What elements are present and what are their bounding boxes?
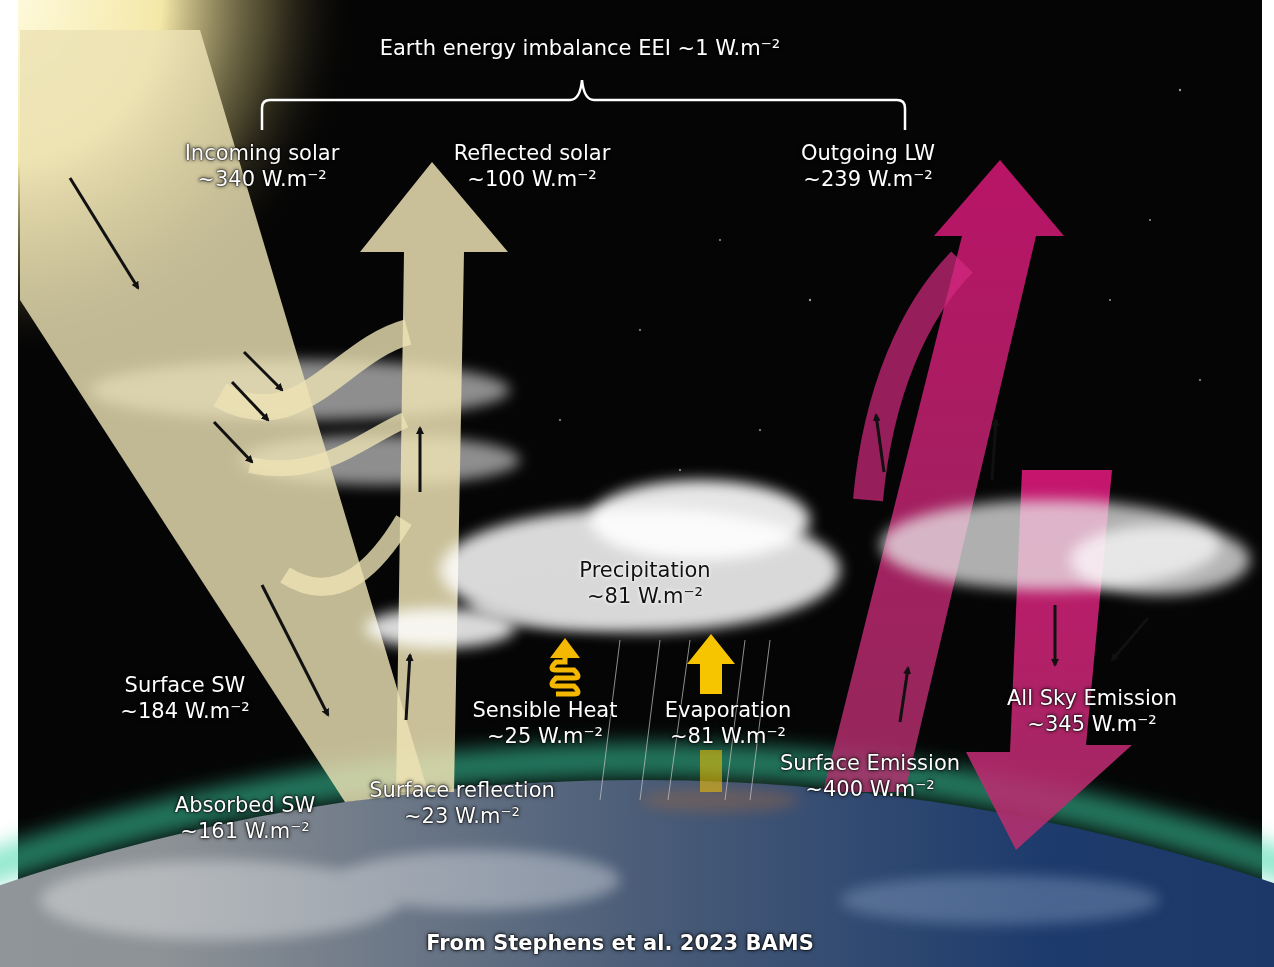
star — [719, 239, 721, 241]
reflected-solar-arrow — [360, 162, 508, 792]
flux-label: Surface SW ~184 W.m⁻² — [116, 672, 254, 725]
earth-cloud-texture — [40, 788, 1160, 940]
longwave-branch — [868, 262, 962, 500]
direction-arrow — [244, 352, 282, 390]
star — [1179, 89, 1181, 91]
cloud-reflection-branch — [250, 420, 405, 468]
earth-globe — [0, 780, 1274, 967]
incoming-solar-band — [20, 30, 428, 802]
direction-arrow — [214, 422, 252, 462]
star — [1149, 219, 1151, 221]
evaporation-arrow-base — [700, 750, 722, 792]
star — [679, 469, 681, 471]
star — [809, 299, 811, 301]
flux-label: Evaporation ~81 W.m⁻² — [661, 697, 796, 750]
lower-clouds — [365, 480, 1250, 648]
cloud-reflection-branch — [220, 332, 408, 407]
flux-label: Precipitation ~81 W.m⁻² — [575, 557, 715, 610]
direction-arrow — [1054, 605, 1057, 665]
cloud-reflection-branch — [285, 520, 404, 587]
sensible-heat-arrow — [552, 655, 578, 694]
imbalance-label: Earth energy imbalance EEI ~1 W.m⁻² — [380, 35, 781, 61]
direction-arrow — [900, 668, 908, 722]
direction-arrow — [992, 420, 996, 480]
source-caption: From Stephens et al. 2023 BAMS — [426, 930, 814, 956]
eei-bracket — [262, 80, 905, 130]
rain-streak — [640, 640, 660, 800]
cloud — [590, 480, 810, 560]
direction-arrow — [262, 585, 328, 715]
flux-label: Absorbed SW ~161 W.m⁻² — [171, 792, 320, 845]
direction-arrow — [232, 382, 268, 420]
flux-label: Surface Emission ~400 W.m⁻² — [776, 750, 965, 803]
earth-cloud — [340, 850, 620, 910]
star — [559, 419, 561, 421]
cloud — [1070, 525, 1250, 595]
flux-label: Reflected solar ~100 W.m⁻² — [450, 140, 615, 193]
flux-label: All Sky Emission ~345 W.m⁻² — [1003, 685, 1181, 738]
flux-label: Sensible Heat ~25 W.m⁻² — [469, 697, 622, 750]
star — [759, 429, 761, 431]
direction-arrows — [70, 178, 1148, 722]
star — [1199, 379, 1201, 381]
star — [1109, 299, 1111, 301]
direction-arrow — [1112, 618, 1148, 660]
direction-arrow — [876, 415, 884, 472]
direction-arrow — [70, 178, 138, 288]
earth-cloud — [840, 875, 1160, 925]
direction-arrow — [419, 428, 422, 492]
flux-label: Surface reflection ~23 W.m⁻² — [365, 777, 559, 830]
atmosphere-glow — [0, 760, 1274, 967]
direction-arrow — [406, 655, 410, 720]
flux-label: Outgoing LW ~239 W.m⁻² — [797, 140, 939, 193]
star — [639, 329, 641, 331]
evaporation-arrow — [687, 634, 735, 694]
flux-label: Incoming solar ~340 W.m⁻² — [181, 140, 344, 193]
sensible-heat-arrowhead — [550, 638, 580, 658]
